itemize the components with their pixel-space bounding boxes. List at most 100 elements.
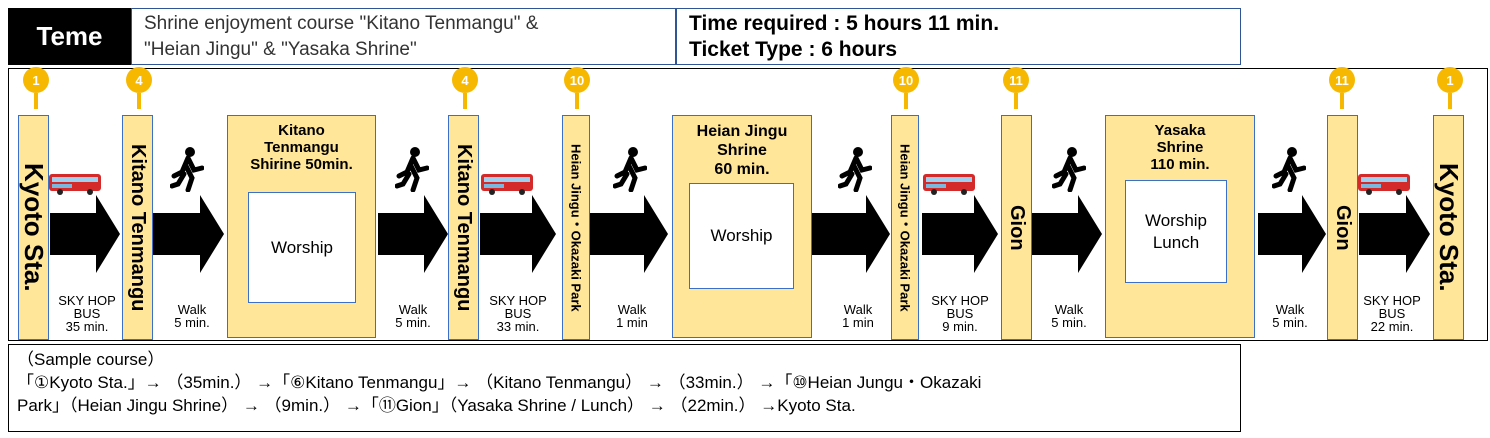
stop-name: Kitano Tenmangu [127,143,149,312]
stop-gion-arrive[interactable]: Gion [1001,115,1032,340]
stop-heian-jingu-arrive[interactable]: Heian Jingu・Okazaki Park [562,115,590,340]
site-activity: Worship [248,192,356,303]
sample-course-box: （Sample course） 「①Kyoto Sta.」→ （35min.） … [8,344,1241,432]
leg-line: BUS [1378,306,1406,321]
site-title: Yasaka Shrine 110 min. [1106,122,1254,173]
theme-badge: Teme [8,8,131,65]
leg-line: BUS [73,306,101,321]
ticket-type: Ticket Type : 6 hours [689,38,898,61]
stop-kyoto-station-end[interactable]: Kyoto Sta. [1433,115,1464,340]
course-title-line2: "Heian Jingu" & "Yasaka Shrine" [144,39,417,60]
course-title-line1: Shrine enjoyment course "Kitano Tenmangu… [144,13,539,34]
leg-line: 9 min. [942,319,978,334]
sample-course-heading: （Sample course） [17,350,165,369]
leg-line: Walk [1275,302,1305,317]
site-title-line: Yasaka [1154,122,1206,139]
site-title-line: Shrine [717,142,767,159]
leg-line: 33 min. [496,319,540,334]
theme-label: Teme [36,21,103,51]
site-activity: Worship [689,183,794,289]
stop-name: Kitano Tenmangu [453,143,475,312]
stop-6-pin: 11 [1003,67,1029,109]
leg-line: Walk [177,302,207,317]
sky-hop-bus-icon [923,174,975,195]
site-title-line: Tenmangu [264,139,339,156]
leg-line: Walk [1054,302,1084,317]
leg-line: Walk [843,302,873,317]
site-title-line: 60 min. [714,161,770,178]
leg-line: 5 min. [1272,315,1308,330]
stop-kitano-tenmangu-arrive[interactable]: Kitano Tenmangu [122,115,153,340]
sample-course-line: Park」（Heian Jingu Shrine） → （9min.） →「⑪G… [17,396,856,415]
stop-name: Gion [1006,204,1028,251]
stop-2-pin: 4 [126,67,152,109]
stop-kitano-tenmangu-depart[interactable]: Kitano Tenmangu [448,115,479,340]
activity-line: Lunch [1152,232,1200,252]
route-strip [8,68,1488,341]
leg-line: SKY HOP [489,293,547,308]
leg-line: 1 min [842,315,874,330]
sky-hop-bus-icon [49,174,101,195]
stop-name: Heian Jingu・Okazaki Park [568,143,584,312]
time-required: Time required : 5 hours 11 min. [689,12,1000,35]
stop-number-badge: 4 [126,67,152,93]
leg-line: 22 min. [1370,319,1414,334]
stop-name: Gion [1332,204,1354,251]
leg-line: 5 min. [174,315,210,330]
stop-number-badge: 1 [1437,67,1463,93]
walking-person-icon [613,147,647,192]
sample-course-line: 「①Kyoto Sta.」→ （35min.） →「⑥Kitano Tenman… [17,373,982,392]
leg-line: Walk [398,302,428,317]
activity-line: Worship [1144,210,1208,230]
stop-4-pin: 10 [564,67,590,109]
leg-line: BUS [946,306,974,321]
time-info-box: Time required : 5 hours 11 min. Ticket T… [676,8,1241,65]
leg-line: SKY HOP [931,293,989,308]
stop-number-badge: 11 [1003,67,1029,93]
stop-3-pin: 4 [452,67,478,109]
leg-line: 35 min. [65,319,109,334]
site-kitano-tenmangu[interactable]: Kitano Tenmangu Shirine 50min. Worship [227,115,376,338]
leg-line: 5 min. [395,315,431,330]
leg-line: 5 min. [1051,315,1087,330]
leg-line: Walk [617,302,647,317]
walking-person-icon [1052,147,1086,192]
leg-line: 1 min [616,315,648,330]
site-title-line: 110 min. [1150,156,1210,173]
stop-kyoto-station-start[interactable]: Kyoto Sta. [18,115,49,340]
site-title-line: Shrine [1156,139,1204,156]
site-title-line: Shirine 50min. [250,156,353,173]
stop-1-pin: 1 [23,67,49,109]
site-title: Heian Jingu Shrine 60 min. [673,122,811,179]
site-heian-jingu[interactable]: Heian Jingu Shrine 60 min. Worship [672,115,812,338]
stop-8-pin: 1 [1437,67,1463,109]
stop-number-badge: 4 [452,67,478,93]
walking-person-icon [838,147,872,192]
site-title: Kitano Tenmangu Shirine 50min. [228,122,375,173]
leg-line: SKY HOP [58,293,116,308]
stop-number-badge: 10 [564,67,590,93]
stop-name: Kyoto Sta. [1434,163,1464,292]
sky-hop-bus-icon [1358,174,1410,195]
walking-person-icon [395,147,429,192]
stop-name: Kyoto Sta. [19,163,49,292]
leg-line: SKY HOP [1363,293,1421,308]
stop-7-pin: 11 [1329,67,1355,109]
activity-line: Worship [710,226,773,245]
stop-number-badge: 11 [1329,67,1355,93]
stop-number-badge: 10 [893,67,919,93]
site-title-line: Heian Jingu [696,123,788,140]
stop-gion-depart[interactable]: Gion [1327,115,1358,340]
stop-5-pin: 10 [893,67,919,109]
site-title-line: Kitano [278,122,325,139]
walking-person-icon [1272,147,1306,192]
stop-heian-jingu-depart[interactable]: Heian Jingu・Okazaki Park [891,115,919,340]
